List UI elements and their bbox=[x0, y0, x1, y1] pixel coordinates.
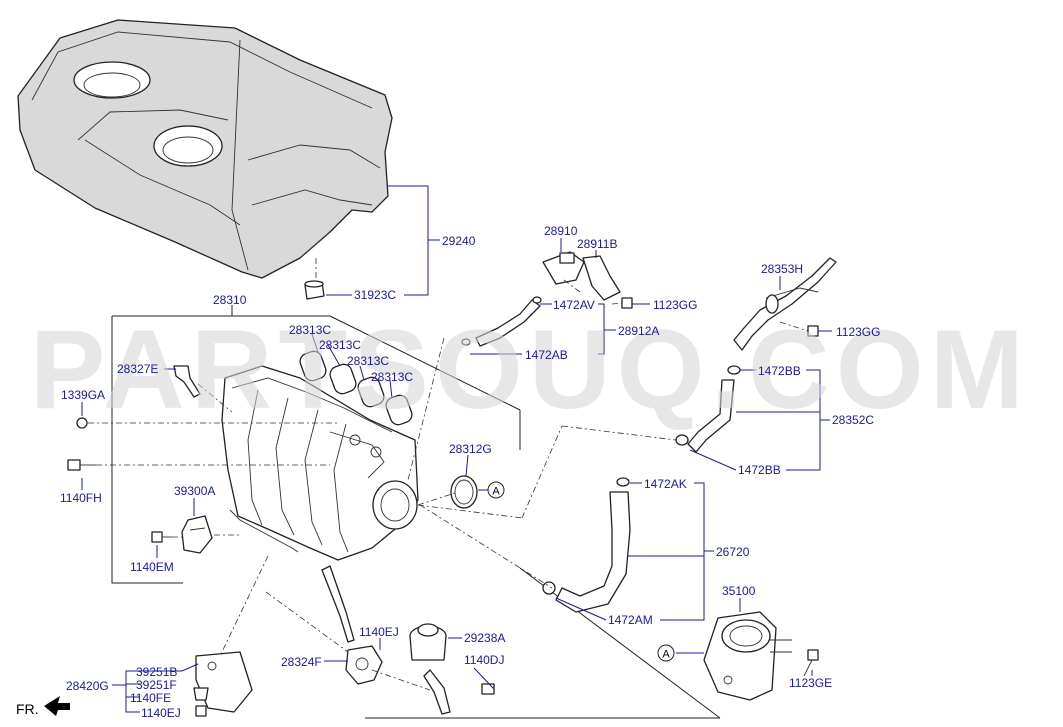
part-label-29238a[interactable]: 29238A bbox=[464, 631, 505, 645]
part-label-28353h[interactable]: 28353H bbox=[761, 262, 803, 276]
leader-lines bbox=[81, 185, 832, 713]
part-label-1140dj[interactable]: 1140DJ bbox=[464, 653, 504, 667]
part-label-1140ej-b[interactable]: 1140EJ bbox=[141, 706, 181, 720]
front-arrow-icon bbox=[44, 696, 70, 716]
bolt-1123gg-b bbox=[807, 325, 819, 337]
callout-a-label: A bbox=[662, 649, 670, 661]
part-label-1140fe[interactable]: 1140FE bbox=[130, 691, 171, 705]
vacuum-hose bbox=[321, 565, 451, 715]
part-label-29240[interactable]: 29240 bbox=[442, 234, 476, 248]
part-label-1472bb-a[interactable]: 1472BB bbox=[758, 364, 801, 378]
air-hose bbox=[542, 477, 631, 613]
part-label-1140em[interactable]: 1140EM bbox=[130, 560, 174, 574]
throttle-body bbox=[703, 611, 792, 701]
breather-pipe bbox=[733, 257, 837, 351]
grommet bbox=[304, 280, 325, 300]
part-label-39251f[interactable]: 39251F bbox=[136, 678, 177, 692]
callout-a-label: A bbox=[492, 486, 500, 498]
part-label-28313c-a[interactable]: 28313C bbox=[289, 323, 331, 337]
assembly-lines bbox=[88, 258, 809, 691]
part-label-28312g[interactable]: 28312G bbox=[449, 442, 492, 456]
intake-manifold bbox=[221, 365, 419, 561]
part-label-28327e[interactable]: 28327E bbox=[117, 362, 158, 376]
part-labels: 29240 31923C 28310 28313C 28313C 28313C … bbox=[60, 224, 880, 720]
part-label-1472ak[interactable]: 1472AK bbox=[644, 477, 687, 491]
bolts-left bbox=[67, 417, 172, 543]
part-label-1339ga[interactable]: 1339GA bbox=[61, 388, 105, 402]
part-label-28313c-c[interactable]: 28313C bbox=[347, 354, 389, 368]
part-label-39251b[interactable]: 39251B bbox=[136, 665, 177, 679]
watermark: PARTSOUQ.COM bbox=[30, 307, 1030, 432]
part-label-1123ge[interactable]: 1123GE bbox=[789, 676, 832, 690]
callout-a-throttle: A bbox=[657, 644, 675, 662]
part-label-1140ej-a[interactable]: 1140EJ bbox=[359, 625, 399, 639]
part-label-1140fh[interactable]: 1140FH bbox=[60, 491, 102, 505]
part-label-1123gg-b[interactable]: 1123GG bbox=[836, 325, 880, 339]
part-label-1472bb-b[interactable]: 1472BB bbox=[738, 463, 781, 477]
part-label-28310[interactable]: 28310 bbox=[213, 293, 247, 307]
part-label-31923c[interactable]: 31923C bbox=[354, 288, 396, 302]
engine-cover bbox=[17, 19, 393, 279]
front-label: FR. bbox=[16, 701, 39, 717]
part-label-35100[interactable]: 35100 bbox=[722, 584, 756, 598]
map-sensor bbox=[181, 515, 213, 554]
solenoid-valve bbox=[345, 645, 383, 685]
part-label-1472ab[interactable]: 1472AB bbox=[525, 348, 568, 362]
part-label-28313c-d[interactable]: 28313C bbox=[371, 370, 413, 384]
gasket-set bbox=[299, 350, 413, 426]
part-label-28911b[interactable]: 28911B bbox=[577, 237, 617, 251]
bolt-1123gg-a bbox=[621, 297, 633, 309]
callout-a-manifold: A bbox=[487, 481, 505, 499]
part-label-39300a[interactable]: 39300A bbox=[174, 484, 215, 498]
part-label-28910[interactable]: 28910 bbox=[544, 224, 578, 238]
part-label-28313c-b[interactable]: 28313C bbox=[319, 338, 361, 352]
bolt-1140dj bbox=[481, 683, 495, 695]
vacuum-actuator bbox=[409, 623, 447, 661]
throttle-gasket bbox=[450, 475, 478, 509]
bolt-1123ge bbox=[803, 649, 819, 677]
part-label-28420g[interactable]: 28420G bbox=[66, 679, 109, 693]
part-label-28324f[interactable]: 28324F bbox=[281, 655, 322, 669]
pcv-hose bbox=[461, 296, 542, 347]
part-label-28912a[interactable]: 28912A bbox=[618, 324, 659, 338]
part-label-26720[interactable]: 26720 bbox=[716, 545, 750, 559]
part-label-1472am[interactable]: 1472AM bbox=[608, 613, 653, 627]
pcv-valve bbox=[542, 251, 585, 285]
pcv-bracket bbox=[582, 255, 621, 301]
bracket bbox=[193, 651, 253, 717]
part-label-1472av[interactable]: 1472AV bbox=[553, 298, 595, 312]
pcv-hose-small bbox=[173, 365, 201, 398]
part-label-1123gg-a[interactable]: 1123GG bbox=[653, 298, 697, 312]
front-direction-marker: FR. bbox=[16, 696, 70, 717]
part-label-28352c[interactable]: 28352C bbox=[832, 413, 874, 427]
